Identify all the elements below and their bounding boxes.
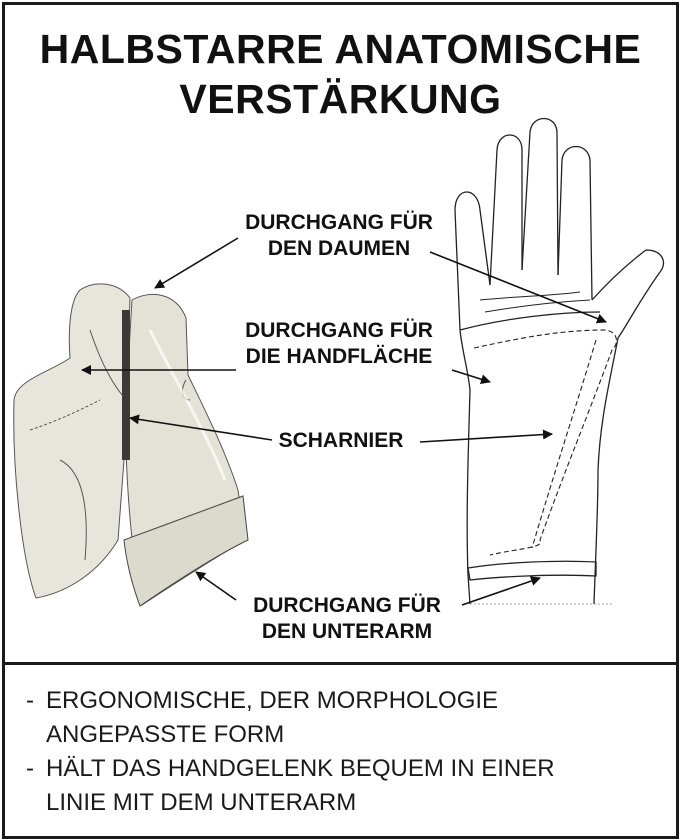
hand-palm [459,329,471,605]
arrow-hinge-to-hand [419,429,553,443]
splint-left-piece [13,283,131,599]
finger-middle [521,117,559,276]
label-thumb-passage: DURCHGANG FÜR DEN DAUMEN [245,211,433,260]
arrow-thumb-to-splint [154,237,239,289]
feature-item: - ERGONOMISCHE, DER MORPHOLOGIE ANGEPASS… [26,684,666,752]
feature-text: LINIE MIT DEM UNTERARM [46,789,357,816]
finger-index [557,145,593,301]
feature-text: ANGEPASSTE FORM [46,721,285,748]
arrow-palm-to-hand [451,369,491,385]
arrow-thumb-to-hand [429,251,607,324]
feature-list: - ERGONOMISCHE, DER MORPHOLOGIE ANGEPASS… [26,684,666,820]
feature-text: ERGONOMISCHE, DER MORPHOLOGIE [46,687,499,714]
bullet-marker: - [26,687,34,714]
label-hinge: SCHARNIER [278,429,404,452]
splint-outline-dashed [473,329,617,556]
arrow-forearm-to-splint [195,571,237,601]
label-palm-passage: DURCHGANG FÜR DIE HANDFLÄCHE [245,319,433,368]
thumb [591,249,665,339]
finger-pinky [454,191,491,331]
arrow-forearm-to-hand [461,576,541,606]
splint-hinge [122,310,130,460]
section-divider [2,662,679,665]
feature-text: HÄLT DAS HANDGELENK BEQUEM IN EINER [46,755,555,782]
title-line-1: HALBSTARRE ANATOMISCHE [39,26,642,72]
callout-arrows [81,237,607,606]
arrow-hinge-to-splint [129,414,273,441]
bullet-marker: - [26,755,34,782]
splint-cuff [123,495,249,607]
diagram-title: HALBSTARRE ANATOMISCHE VERSTÄRKUNG [0,24,681,124]
forearm-cuff-outline [467,560,597,581]
splint-illustration [13,283,249,607]
feature-item: - HÄLT DAS HANDGELENK BEQUEM IN EINER LI… [26,752,666,820]
label-forearm-passage: DURCHGANG FÜR DEN UNTERARM [253,594,441,643]
hand-outline [454,117,665,605]
finger-ring [489,134,523,286]
title-line-2: VERSTÄRKUNG [179,76,502,122]
